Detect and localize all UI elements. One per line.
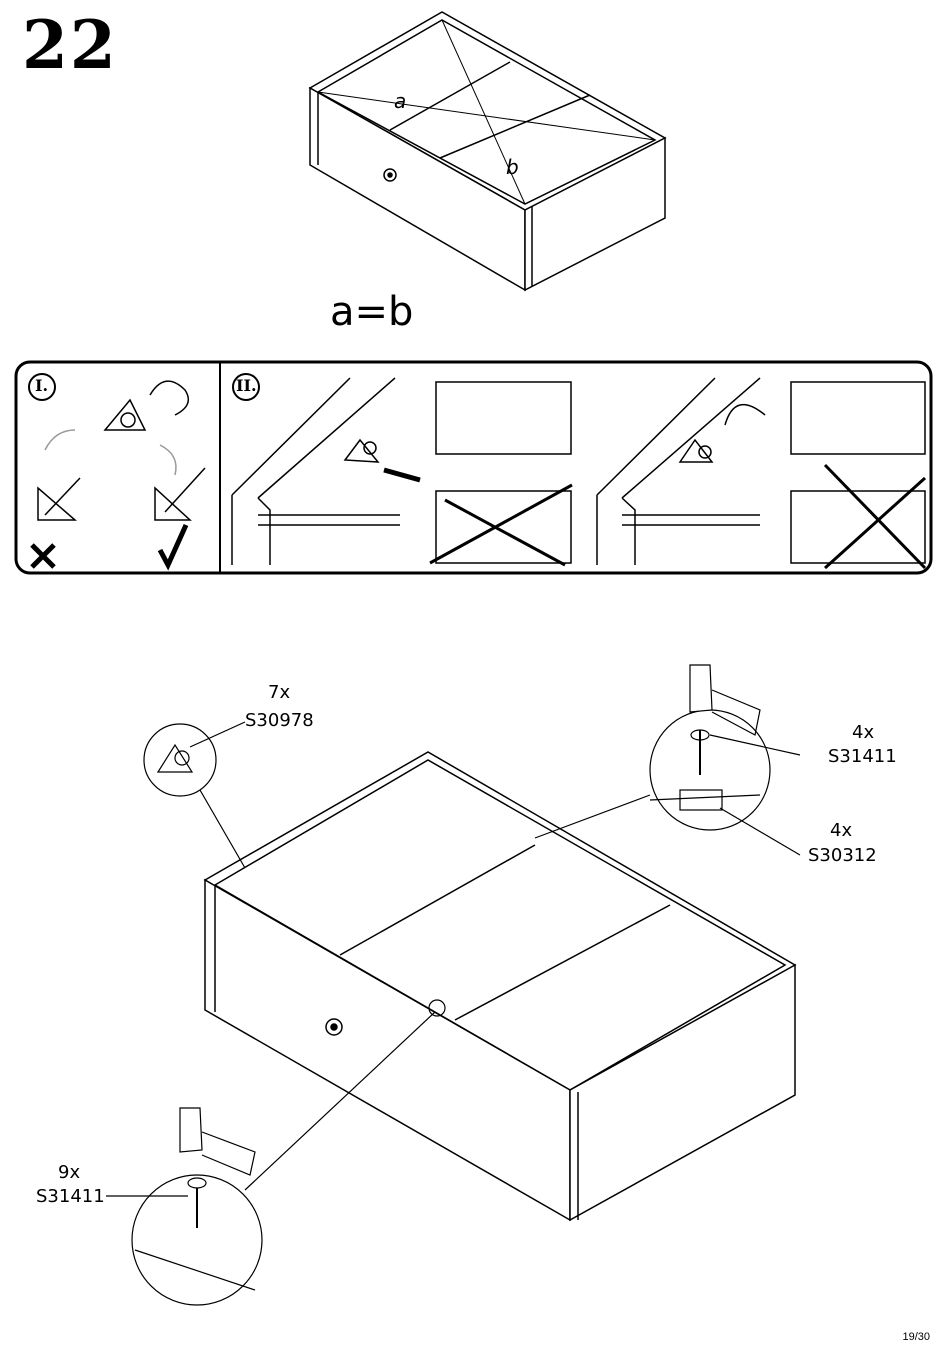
diagonal-a-label: a (394, 89, 407, 113)
cabinet-diagonal-check (308, 11, 667, 292)
panel-insertion-diagrams (231, 377, 927, 570)
part-4-code: S31411 (36, 1186, 105, 1207)
step-number: 22 (22, 6, 118, 84)
cabinet-assembly (203, 751, 797, 1222)
check-mark-icon (157, 523, 189, 571)
part-3-qty: 4x (830, 820, 853, 841)
hinge-plate-detail (649, 709, 771, 831)
part-3-code: S30312 (808, 845, 877, 866)
part-2-code: S31411 (828, 746, 897, 767)
screw-detail (131, 1174, 263, 1306)
part-1-code: S30978 (245, 710, 314, 731)
detail-callouts (106, 664, 801, 1306)
part-2-qty: 4x (852, 722, 875, 743)
diagonal-b-label: b (506, 155, 519, 179)
step-i-badge (28, 373, 56, 401)
part-4-qty: 9x (58, 1162, 81, 1183)
page-number: 19/30 (902, 1331, 930, 1343)
wrong-mark-icon (30, 543, 56, 569)
cam-lock-instruction-panel (14, 360, 933, 575)
cam-fitting-detail (143, 723, 217, 797)
part-1-qty: 7x (268, 682, 291, 703)
step-ii-label: II. (236, 376, 257, 395)
diagonal-equation: a=b (330, 289, 414, 335)
cam-fitting-orientation (37, 380, 206, 521)
step-i-label: I. (35, 376, 49, 395)
step-ii-badge (232, 373, 260, 401)
